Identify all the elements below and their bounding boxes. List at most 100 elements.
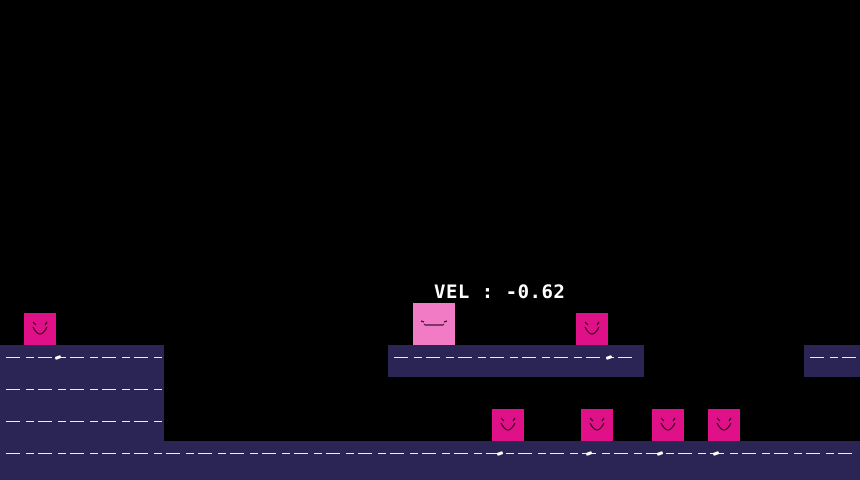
ground-dash (314, 453, 322, 454)
ground-dash (510, 357, 518, 358)
ground-dash (134, 357, 148, 358)
ground-dash (742, 453, 756, 454)
enemy-square (581, 409, 613, 441)
ground-dash (186, 453, 194, 454)
ground-dash (614, 453, 628, 454)
ground-dash (58, 421, 66, 422)
ground-dash (102, 357, 116, 358)
ground-dash (506, 453, 514, 454)
ground-dash (774, 453, 788, 454)
ground-dash (6, 421, 20, 422)
ground-dash (574, 357, 582, 358)
enemy-square (492, 409, 524, 441)
player-face-icon (420, 320, 448, 326)
ground-dash (538, 453, 546, 454)
ground-dash (518, 453, 532, 454)
ground-dash (698, 453, 706, 454)
ground-dash (38, 453, 52, 454)
ground-dash (90, 421, 98, 422)
ground-dash (570, 453, 578, 454)
ground-dash (70, 389, 84, 390)
ground-dash (122, 357, 130, 358)
ground-dash (90, 389, 98, 390)
ground-dash (414, 357, 422, 358)
ground-dash (134, 421, 148, 422)
right-platform (804, 345, 860, 377)
ground-dash (730, 453, 738, 454)
ground-dash (358, 453, 372, 454)
enemy-square (708, 409, 740, 441)
ground-dash (198, 453, 212, 454)
ground-dash (326, 453, 340, 454)
ground-dash (522, 357, 536, 358)
bottom-ground (0, 441, 860, 480)
velocity-readout: VEL : -0.62 (434, 281, 566, 303)
ground-dash (634, 453, 642, 454)
ground-dash (122, 453, 130, 454)
ground-dash (586, 357, 600, 358)
ground-dash (26, 421, 34, 422)
ground-dash (394, 357, 408, 358)
ground-dash (346, 453, 354, 454)
ground-dash (490, 357, 504, 358)
player-square (413, 303, 455, 345)
ground-dash (678, 453, 692, 454)
ground-dash (26, 389, 34, 390)
ground-dash (446, 357, 454, 358)
ground-dash (602, 453, 610, 454)
ground-dash (134, 453, 148, 454)
ground-dash (166, 453, 180, 454)
ground-dash (154, 357, 162, 358)
ground-dash (806, 453, 820, 454)
ground-dash (838, 453, 852, 454)
ground-dash (794, 453, 802, 454)
ground-dash (842, 357, 856, 358)
ground-dash (122, 389, 130, 390)
ground-dash (826, 453, 834, 454)
ground-dash (154, 453, 162, 454)
ground-dash (486, 453, 500, 454)
ground-dash (38, 389, 52, 390)
ground-dash (410, 453, 418, 454)
ground-dash (378, 453, 386, 454)
ground-dash (542, 357, 550, 358)
ground-dash (618, 357, 632, 358)
ground-dash (70, 453, 84, 454)
ground-dash (810, 357, 824, 358)
ground-dash (474, 453, 482, 454)
ground-dash (90, 357, 98, 358)
ground-dash (422, 453, 436, 454)
ground-dash (154, 389, 162, 390)
ground-dash (426, 357, 440, 358)
ground-dash (38, 421, 52, 422)
ground-dash (6, 357, 20, 358)
ground-dash (154, 421, 162, 422)
enemy-square (652, 409, 684, 441)
ground-dash (442, 453, 450, 454)
ground-dash (282, 453, 290, 454)
ground-dash (134, 389, 148, 390)
ground-dash (646, 453, 660, 454)
ground-dash (554, 357, 568, 358)
ground-dash (830, 357, 838, 358)
ground-dash (6, 453, 20, 454)
ground-dash (762, 453, 770, 454)
ground-dash (390, 453, 404, 454)
ground-dash (102, 453, 116, 454)
ground-dash (454, 453, 468, 454)
ground-dash (478, 357, 486, 358)
ground-dash (6, 389, 20, 390)
ground-dash (550, 453, 564, 454)
ground-dash (90, 453, 98, 454)
ground-dash (58, 357, 66, 358)
ground-dash (70, 357, 84, 358)
left-ground-block (0, 345, 164, 441)
ground-dash (262, 453, 276, 454)
ground-dash (218, 453, 226, 454)
ground-dash (122, 421, 130, 422)
ground-dash (26, 453, 34, 454)
enemy-square (576, 313, 608, 345)
ground-dash (58, 453, 66, 454)
ground-dash (102, 389, 116, 390)
